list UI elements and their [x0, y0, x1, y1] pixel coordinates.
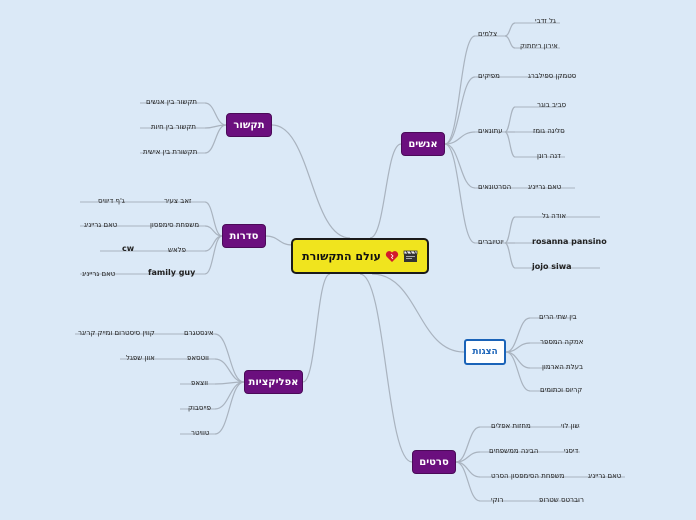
movie-name[interactable]: הבינה ממשפחים: [489, 447, 539, 455]
series-name[interactable]: זאב צעיר: [164, 197, 192, 205]
journalist-item[interactable]: סביב בוגר: [537, 101, 567, 109]
show-item[interactable]: קריוס וכתומים: [540, 386, 583, 394]
root-node[interactable]: עולם התקשורת: [291, 238, 429, 274]
connector-line: [214, 381, 245, 410]
branch-shows-label: הצגות: [472, 347, 498, 357]
connector-line: [505, 351, 531, 392]
connector-line: [214, 381, 245, 435]
people-youtubers[interactable]: יוטיוברים: [478, 238, 504, 246]
connector-line: [455, 426, 481, 463]
root-title: עולם התקשורת: [302, 249, 381, 263]
series-creator[interactable]: ג'ף דיוויס: [98, 197, 125, 205]
series-name[interactable]: משפחת סימפסון: [150, 221, 200, 229]
people-producers[interactable]: מפיקים: [478, 72, 500, 80]
branch-movies[interactable]: סרטים: [412, 450, 456, 474]
connector-root-movies: [359, 273, 413, 463]
clapperboard-icon: [403, 249, 418, 263]
connector-root-apps: [302, 273, 331, 383]
connector-line: [504, 131, 516, 158]
communication-item[interactable]: תקשור בין חיות: [151, 123, 197, 131]
movie-director[interactable]: רוברטס שטרופ: [539, 496, 584, 504]
connector-root-shows: [371, 273, 465, 353]
branch-apps[interactable]: אפליקציות: [244, 370, 303, 394]
show-item[interactable]: בין שתי הרים: [539, 313, 577, 321]
communication-item[interactable]: תקשור בין אנשים: [146, 98, 198, 106]
connector-line: [444, 143, 476, 189]
journalist-item[interactable]: דנה רונן: [537, 152, 561, 160]
connector-line: [504, 106, 516, 133]
series-creator[interactable]: טאם גרייניג: [82, 270, 116, 278]
movie-name[interactable]: מחזות אפלים: [491, 422, 531, 430]
app-name[interactable]: ווצאפ: [191, 379, 209, 387]
connector-line: [214, 358, 245, 383]
branch-people[interactable]: אנשים: [401, 132, 445, 156]
connector-line: [204, 235, 223, 275]
presenter-item[interactable]: טאם גרייניג: [528, 183, 562, 191]
app-founder[interactable]: קווין סיסטרום ומייק קריגר: [78, 329, 155, 337]
connector-line: [444, 143, 476, 244]
connector-line: [204, 102, 227, 126]
journalist-item[interactable]: סלינה גומז: [533, 127, 565, 135]
series-creator[interactable]: cw: [122, 244, 135, 253]
connector-line: [444, 76, 476, 145]
app-name[interactable]: אינסטגרם: [184, 329, 214, 337]
branch-communication[interactable]: תקשור: [226, 113, 272, 137]
app-founder[interactable]: אוון שפגל: [126, 354, 155, 362]
movie-name[interactable]: רוקי: [491, 496, 504, 504]
connector-line: [214, 333, 245, 383]
app-name[interactable]: ווטסאפ: [187, 354, 209, 362]
branch-people-label: אנשים: [408, 138, 438, 150]
movie-director[interactable]: טאם גרייניג: [588, 472, 622, 480]
connector-line: [444, 131, 476, 145]
movie-director[interactable]: דיסני: [564, 447, 579, 455]
connector-line: [504, 35, 516, 49]
branch-apps-label: אפליקציות: [248, 376, 299, 388]
connector-line: [204, 201, 223, 237]
communication-item[interactable]: תקשורת בין אישית: [143, 148, 198, 156]
app-name[interactable]: פייסבוק: [188, 404, 211, 412]
series-creator[interactable]: טאם גרייניג: [84, 221, 118, 229]
youtuber-item[interactable]: jojo siwa: [532, 262, 572, 271]
connector-line: [504, 22, 516, 37]
series-name[interactable]: פלאש: [168, 246, 186, 254]
show-item[interactable]: אמקה המספר: [540, 338, 584, 346]
branch-movies-label: סרטים: [419, 456, 449, 468]
branch-series[interactable]: סדרות: [222, 224, 266, 248]
app-name[interactable]: טוויטר: [191, 429, 210, 437]
connector-line: [505, 317, 531, 353]
branch-shows[interactable]: הצגות: [464, 339, 506, 365]
connector-line: [504, 242, 516, 269]
people-journalists[interactable]: עתונאים: [478, 127, 503, 135]
series-name[interactable]: family guy: [148, 268, 196, 277]
connector-root-communication: [271, 124, 351, 239]
people-actors[interactable]: צלמים: [478, 30, 498, 38]
actor-item[interactable]: גל זדבי: [535, 17, 556, 25]
connector-root-people: [369, 143, 402, 239]
connector-root-series: [265, 235, 293, 246]
connector-line: [204, 124, 227, 154]
movie-director[interactable]: שון לוי: [561, 422, 580, 430]
producer-item[interactable]: סטמקן ספילברג: [528, 72, 577, 80]
people-presenters[interactable]: הסרטונאים: [478, 183, 512, 191]
connector-line: [455, 461, 481, 478]
actor-item[interactable]: אירון ריחתוק: [520, 42, 558, 50]
youtuber-item[interactable]: אודה גל: [542, 212, 567, 220]
connector-line: [505, 351, 531, 369]
youtuber-item[interactable]: rosanna pansino: [532, 237, 607, 246]
heart-icon: [385, 250, 399, 263]
movie-name[interactable]: משפחת הסימפסון הסרט: [491, 472, 565, 480]
branch-communication-label: תקשור: [233, 119, 265, 131]
branch-series-label: סדרות: [229, 230, 259, 242]
connector-line: [504, 216, 516, 244]
connector-line: [455, 461, 481, 502]
show-item[interactable]: בעלת הארמון: [542, 363, 584, 371]
connector-line: [444, 35, 476, 145]
